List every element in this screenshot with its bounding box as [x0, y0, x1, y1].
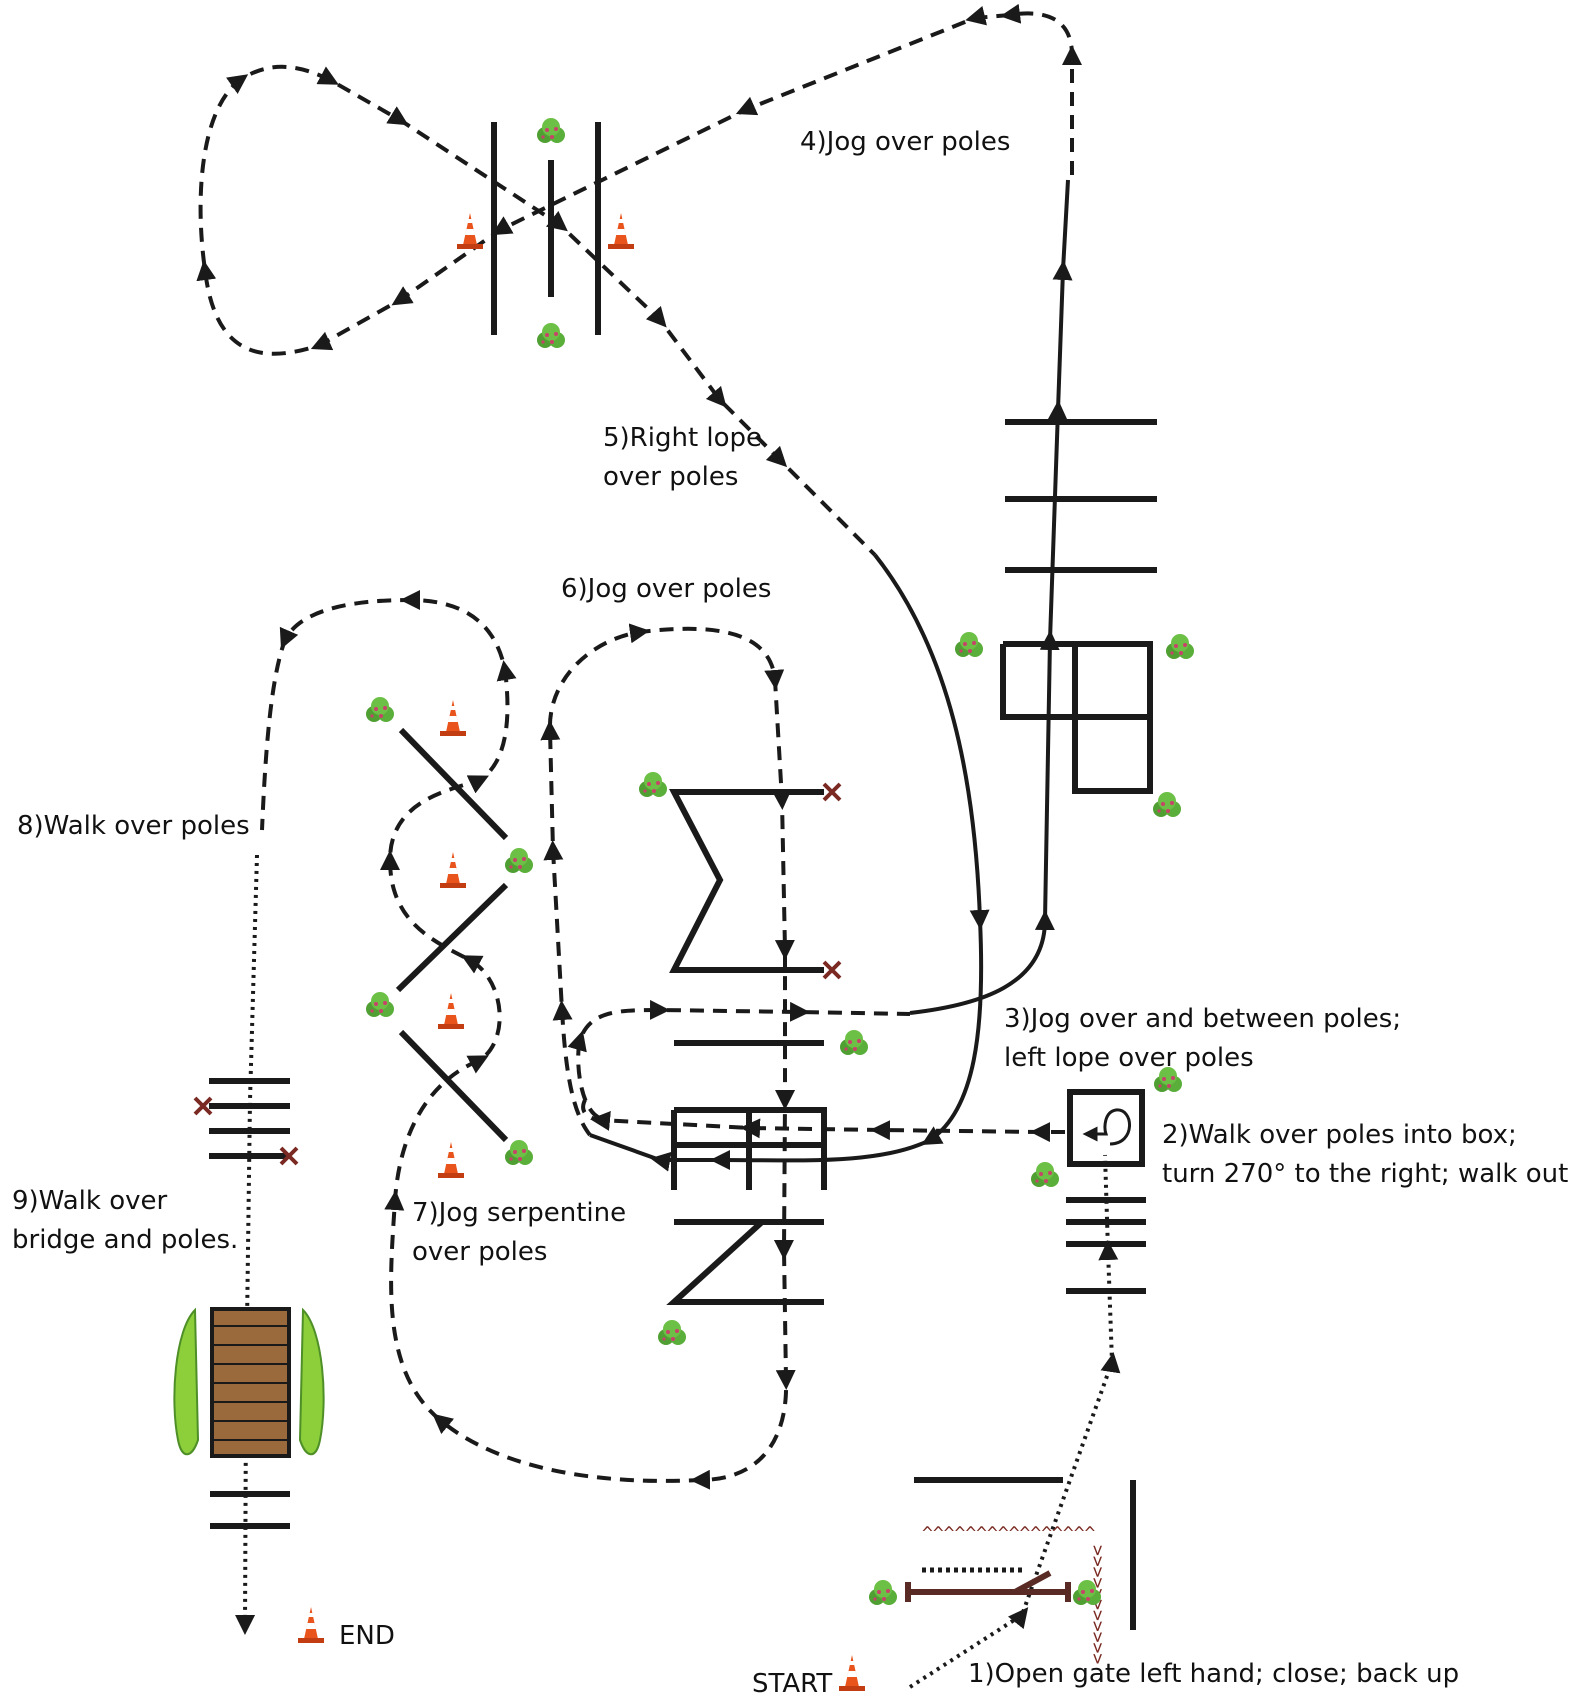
shrub-icon [869, 1580, 897, 1605]
lope-path-right [909, 179, 1073, 1015]
shrub-icon [658, 1320, 686, 1345]
x-marker-icon [822, 782, 842, 802]
walk-path-gate [908, 1154, 1121, 1689]
shrub-icon [639, 772, 667, 797]
shrub-icon [1153, 792, 1181, 817]
label-end: END [339, 1621, 395, 1651]
label-step-2-line1: 2)Walk over poles into box; [1162, 1120, 1517, 1150]
label-step-3-line1: 3)Jog over and between poles; [1004, 1004, 1401, 1034]
traffic-cone-icon [839, 1655, 865, 1691]
traffic-cone-icon [298, 1607, 324, 1643]
pole [398, 727, 509, 841]
traffic-cone-icon [438, 1142, 464, 1178]
shrub-icon [1031, 1162, 1059, 1187]
label-start: START [752, 1669, 832, 1699]
x-marker-icon [193, 1096, 213, 1116]
jog-loop-center [260, 590, 796, 1490]
label-step-7-line1: 7)Jog serpentine [412, 1198, 626, 1228]
pole-box [1067, 1089, 1145, 1167]
label-step-5-line1: 5)Right lope [603, 423, 762, 453]
shrub-icon [840, 1030, 868, 1055]
jog-path-crossing [567, 999, 911, 1120]
rope-zigzag: >>>>>>>>>>> [1087, 1545, 1108, 1664]
label-step-1: 1)Open gate left hand; close; back up [968, 1659, 1459, 1689]
pole-box [671, 1107, 827, 1190]
label-step-2-line2: turn 270° to the right; walk out [1162, 1159, 1568, 1189]
shrub-icon [366, 992, 394, 1017]
label-step-4: 4)Jog over poles [800, 127, 1010, 157]
bridge-icon [173, 1307, 325, 1458]
pole-zigzag [666, 1219, 824, 1305]
label-step-6: 6)Jog over poles [561, 574, 771, 604]
shrub-icon [955, 632, 983, 657]
x-marker-icon [822, 960, 842, 980]
traffic-cone-icon [438, 993, 464, 1029]
pole [395, 882, 509, 993]
label-step-9-line2: bridge and poles. [12, 1225, 238, 1255]
shrub-icon [366, 697, 394, 722]
rope-zigzag: ^^^^^^^^^^^^^^^^ [922, 1523, 1096, 1544]
traffic-cone-icon [440, 852, 466, 888]
label-step-3-line2: left lope over poles [1004, 1043, 1254, 1073]
shrub-icon [1166, 634, 1194, 659]
label-step-7-line2: over poles [412, 1237, 547, 1267]
gate-icon [905, 1570, 1071, 1602]
turn-arrow-icon [1082, 1108, 1131, 1146]
pole-box [1000, 641, 1153, 794]
shrub-icon [537, 118, 565, 143]
shrub-icon [505, 848, 533, 873]
pole-zigzag [669, 789, 824, 973]
shrub-icon [537, 323, 565, 348]
pole [398, 1029, 509, 1143]
walk-path-left [235, 854, 259, 1635]
label-step-5-line2: over poles [603, 462, 738, 492]
loop-path-top [196, 3, 1083, 557]
traffic-cone-icon [608, 213, 634, 249]
label-step-8: 8)Walk over poles [17, 811, 250, 841]
traffic-cone-icon [440, 700, 466, 736]
label-step-9-line1: 9)Walk over [12, 1186, 167, 1216]
shrub-icon [505, 1140, 533, 1165]
